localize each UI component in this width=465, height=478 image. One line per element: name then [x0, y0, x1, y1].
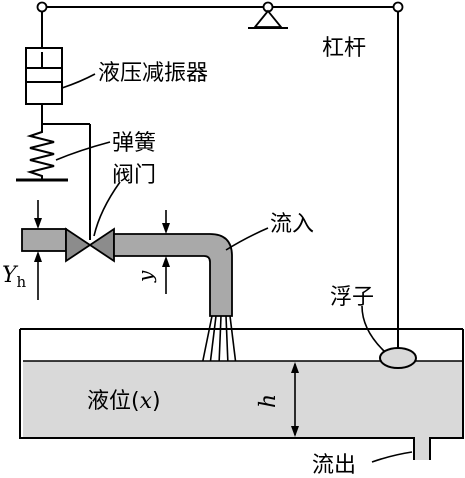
damper-cylinder: [25, 47, 63, 105]
stream-4: [225, 315, 229, 366]
y-bottom-arrow: [162, 256, 170, 267]
spring-coil: [26, 124, 55, 180]
spring: [16, 124, 68, 182]
yh-bottom-arrow: [34, 251, 42, 262]
outlet-liquid: [414, 438, 430, 460]
h-bottom-arrow: [291, 426, 299, 437]
valve-leader-line: [93, 181, 121, 237]
valve-right-triangle: [88, 227, 115, 263]
yh-label-sub: h: [17, 273, 27, 291]
stream-2: [209, 315, 217, 366]
stream-1: [201, 315, 213, 366]
yh-label: Yh: [2, 263, 27, 291]
stream-5: [229, 315, 237, 366]
valve-label: 阀门: [112, 163, 156, 188]
level-label: 液位(x): [87, 389, 161, 414]
float-label: 浮子: [330, 285, 374, 310]
level-label-var: x: [140, 389, 153, 414]
stream-3: [218, 315, 222, 366]
y-dimension: [162, 210, 170, 294]
yh-label-main: Y: [2, 263, 19, 288]
outflow-leader-line: [371, 451, 413, 463]
tank-liquid: [23, 361, 462, 438]
h-top-arrow: [291, 362, 299, 373]
hydraulic-damper: [25, 47, 63, 105]
supply-pipe: [21, 228, 67, 252]
float-leader-line: [361, 305, 386, 353]
tank-wall-left-bottom: [19, 329, 415, 460]
lever-label: 杠杆: [322, 36, 366, 61]
inflow-leader-line: [225, 227, 269, 251]
damper-leader-line: [61, 73, 96, 89]
water-streams: [201, 315, 237, 366]
lever-right-hinge: [392, 1, 404, 13]
spring-label: 弹簧: [112, 131, 156, 156]
inflow-pipe: [113, 233, 233, 317]
spring-leader-line: [55, 141, 111, 161]
tank-wall-right: [429, 329, 464, 460]
h-dimension: [291, 362, 299, 437]
yh-dimension: [34, 200, 42, 300]
level-label-text: 液位(: [87, 389, 140, 414]
level-label-close: ): [152, 389, 161, 414]
yh-top-arrow: [34, 218, 42, 229]
pivot-triangle: [253, 9, 283, 28]
float: [379, 347, 417, 369]
inflow-label: 流入: [270, 212, 314, 237]
damper-label: 液压减振器: [98, 61, 208, 86]
tank: [19, 328, 464, 460]
lever-left-hinge: [36, 1, 48, 13]
valve-left-triangle: [65, 227, 92, 263]
outflow-label: 流出: [312, 453, 356, 478]
y-label: y: [133, 270, 157, 283]
y-top-arrow: [162, 223, 170, 234]
h-label: h: [256, 394, 281, 408]
lever: [36, 1, 404, 29]
